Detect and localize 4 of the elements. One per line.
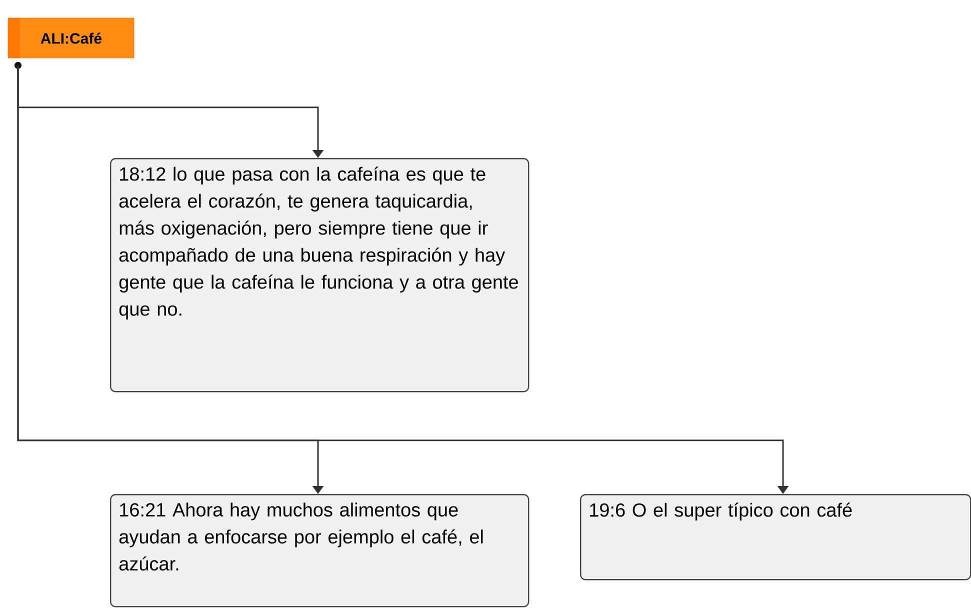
quote-box: 18:12 lo que pasa con la cafeína es que te acelera el corazón, te genera taquicardia, más oxigenación, pero siempre tiene que ir acompañado de una buena respiración y hay gente que la cafeína le funciona y a otra gente que no. [110, 158, 530, 392]
tag-box: ALI:Café [8, 18, 134, 58]
quote-box: 16:21 Ahora hay muchos alimentos que ayudan a enfocarse por ejemplo el café, el azúcar. [110, 494, 530, 608]
quote-box: 19:6 O el super típico con café [580, 494, 971, 580]
